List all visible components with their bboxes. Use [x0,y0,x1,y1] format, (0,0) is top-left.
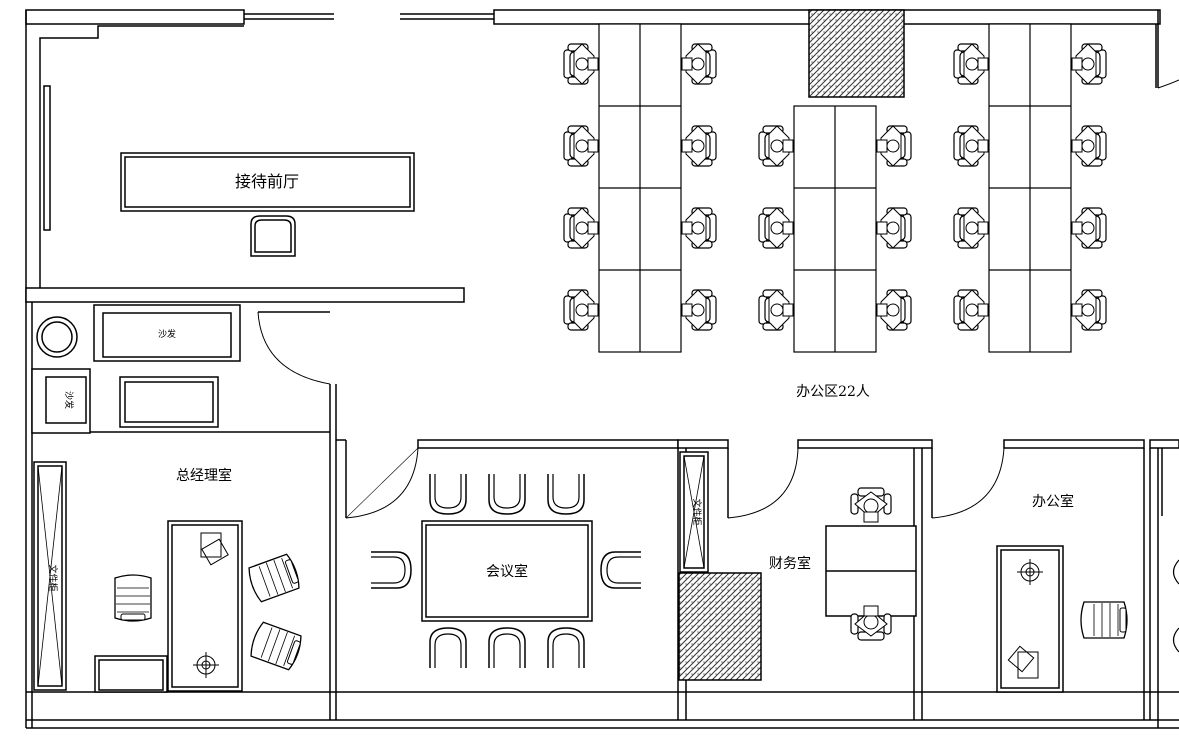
reception-label: 接待前厅 [235,172,299,191]
interior-walls [329,79,1179,720]
workstation-desks [598,23,1072,353]
meeting-room-label: 会议室 [486,563,528,580]
finance-cabinet-label: 文件柜 [691,498,703,525]
meeting-room [370,473,642,669]
open-office-label: 办公区22人 [796,384,870,400]
gm-cabinet-label: 文件柜 [47,564,59,591]
office-room-label: 办公室 [1032,493,1074,510]
office-room [996,545,1179,693]
structural-columns [678,9,905,681]
reception-area [25,25,465,303]
gm-office [31,304,331,693]
single-sofa-label: 沙发 [63,391,75,409]
sofa-label: 沙发 [158,328,176,340]
finance-room [679,451,917,641]
gm-office-label: 总经理室 [176,467,232,484]
finance-room-label: 财务室 [769,555,811,572]
